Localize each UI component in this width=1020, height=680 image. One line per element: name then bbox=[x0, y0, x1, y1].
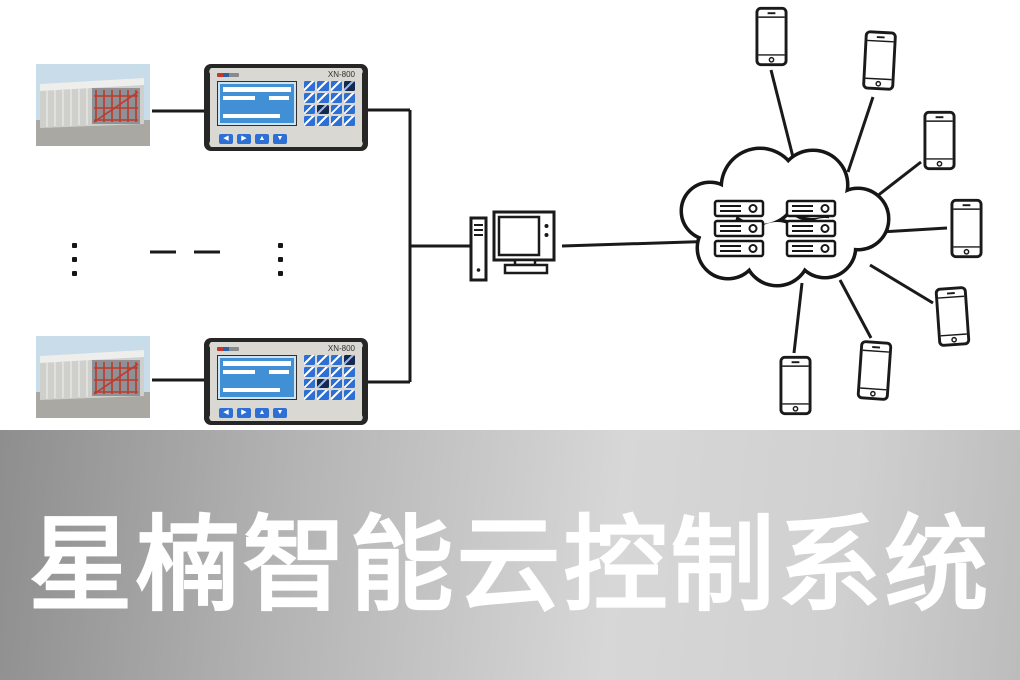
vertical-ellipsis-right bbox=[278, 243, 283, 276]
controller-brand-logo-icon bbox=[217, 72, 239, 77]
line-cloud-phone7 bbox=[792, 282, 804, 354]
smartphone-icon-3 bbox=[923, 110, 956, 171]
keypad-key bbox=[343, 104, 355, 115]
smartphone-icon-7 bbox=[779, 355, 812, 416]
keypad-key bbox=[330, 92, 342, 103]
line-cloud-phone6 bbox=[838, 279, 873, 339]
line-cloud-phone3 bbox=[871, 160, 922, 202]
keypad-key bbox=[317, 116, 329, 126]
controller-screen bbox=[217, 355, 297, 400]
controller-keypad bbox=[304, 355, 355, 400]
line-cloud-phone1 bbox=[769, 69, 797, 166]
title-banner: 星楠智能云控制系统 bbox=[0, 430, 1020, 680]
smartphone-icon-6 bbox=[856, 339, 893, 402]
keypad-key bbox=[317, 355, 329, 365]
controller-brand-logo-icon bbox=[217, 346, 239, 351]
line-cloud-phone4 bbox=[879, 226, 948, 234]
keypad-key bbox=[343, 355, 355, 365]
keypad-key bbox=[317, 390, 329, 400]
nav-right-button: ▶ bbox=[237, 134, 251, 144]
keypad-key bbox=[330, 366, 342, 377]
smartphone-icon-5 bbox=[934, 285, 971, 348]
controller-device-1: XN-800 ◀ ▶ ▲ ▼ bbox=[204, 64, 368, 151]
controller-keypad bbox=[304, 81, 355, 126]
controller-faceplate: XN-800 ◀ ▶ ▲ ▼ bbox=[210, 342, 362, 421]
cloud-servers-icon bbox=[665, 135, 895, 295]
keypad-key bbox=[330, 81, 342, 91]
keypad-key bbox=[317, 366, 329, 377]
nav-left-button: ◀ bbox=[219, 408, 233, 418]
controller-main bbox=[217, 81, 355, 126]
nav-up-button: ▲ bbox=[255, 134, 269, 144]
smartphone-icon-1 bbox=[755, 6, 788, 67]
keypad-key bbox=[330, 355, 342, 365]
greenhouse-photo-1 bbox=[36, 64, 150, 146]
controller-main bbox=[217, 355, 355, 400]
keypad-key bbox=[330, 104, 342, 115]
keypad-key bbox=[317, 104, 329, 115]
keypad-key bbox=[343, 378, 355, 389]
nav-right-button: ▶ bbox=[237, 408, 251, 418]
keypad-key bbox=[343, 92, 355, 103]
nav-down-button: ▼ bbox=[273, 134, 287, 144]
keypad-key bbox=[343, 366, 355, 377]
desktop-computer-icon bbox=[468, 208, 560, 288]
connection-lines bbox=[150, 69, 948, 384]
line-computer-cloud bbox=[561, 239, 721, 248]
keypad-key bbox=[304, 104, 316, 115]
vertical-ellipsis-left bbox=[72, 243, 77, 276]
keypad-key bbox=[304, 81, 316, 91]
controller-nav-row: ◀ ▶ ▲ ▼ bbox=[219, 408, 287, 418]
nav-left-button: ◀ bbox=[219, 134, 233, 144]
nav-up-button: ▲ bbox=[255, 408, 269, 418]
controller-model-label: XN-800 bbox=[327, 343, 355, 353]
keypad-key bbox=[304, 378, 316, 389]
keypad-key bbox=[304, 92, 316, 103]
nav-down-button: ▼ bbox=[273, 408, 287, 418]
controller-faceplate: XN-800 ◀ ▶ ▲ ▼ bbox=[210, 68, 362, 147]
keypad-key bbox=[304, 366, 316, 377]
smartphone-icon-2 bbox=[861, 29, 897, 92]
controller-device-2: XN-800 ◀ ▶ ▲ ▼ bbox=[204, 338, 368, 425]
greenhouse-photo-2 bbox=[36, 336, 150, 418]
keypad-key bbox=[343, 116, 355, 126]
keypad-key bbox=[317, 92, 329, 103]
keypad-key bbox=[304, 355, 316, 365]
keypad-key bbox=[330, 378, 342, 389]
keypad-key bbox=[330, 116, 342, 126]
line-cloud-phone2 bbox=[846, 96, 875, 173]
line-cloud-phone5 bbox=[869, 263, 934, 305]
keypad-key bbox=[317, 378, 329, 389]
keypad-key bbox=[330, 390, 342, 400]
keypad-key bbox=[343, 390, 355, 400]
controller-nav-row: ◀ ▶ ▲ ▼ bbox=[219, 134, 287, 144]
controller-model-label: XN-800 bbox=[327, 69, 355, 79]
controller-header: XN-800 bbox=[217, 343, 355, 354]
keypad-key bbox=[343, 81, 355, 91]
keypad-key bbox=[317, 81, 329, 91]
banner-title: 星楠智能云控制系统 bbox=[28, 507, 992, 624]
keypad-key bbox=[304, 116, 316, 126]
controller-header: XN-800 bbox=[217, 69, 355, 80]
smartphone-icon-4 bbox=[950, 198, 983, 259]
keypad-key bbox=[304, 390, 316, 400]
controller-screen bbox=[217, 81, 297, 126]
server-rack-icons bbox=[713, 199, 837, 258]
